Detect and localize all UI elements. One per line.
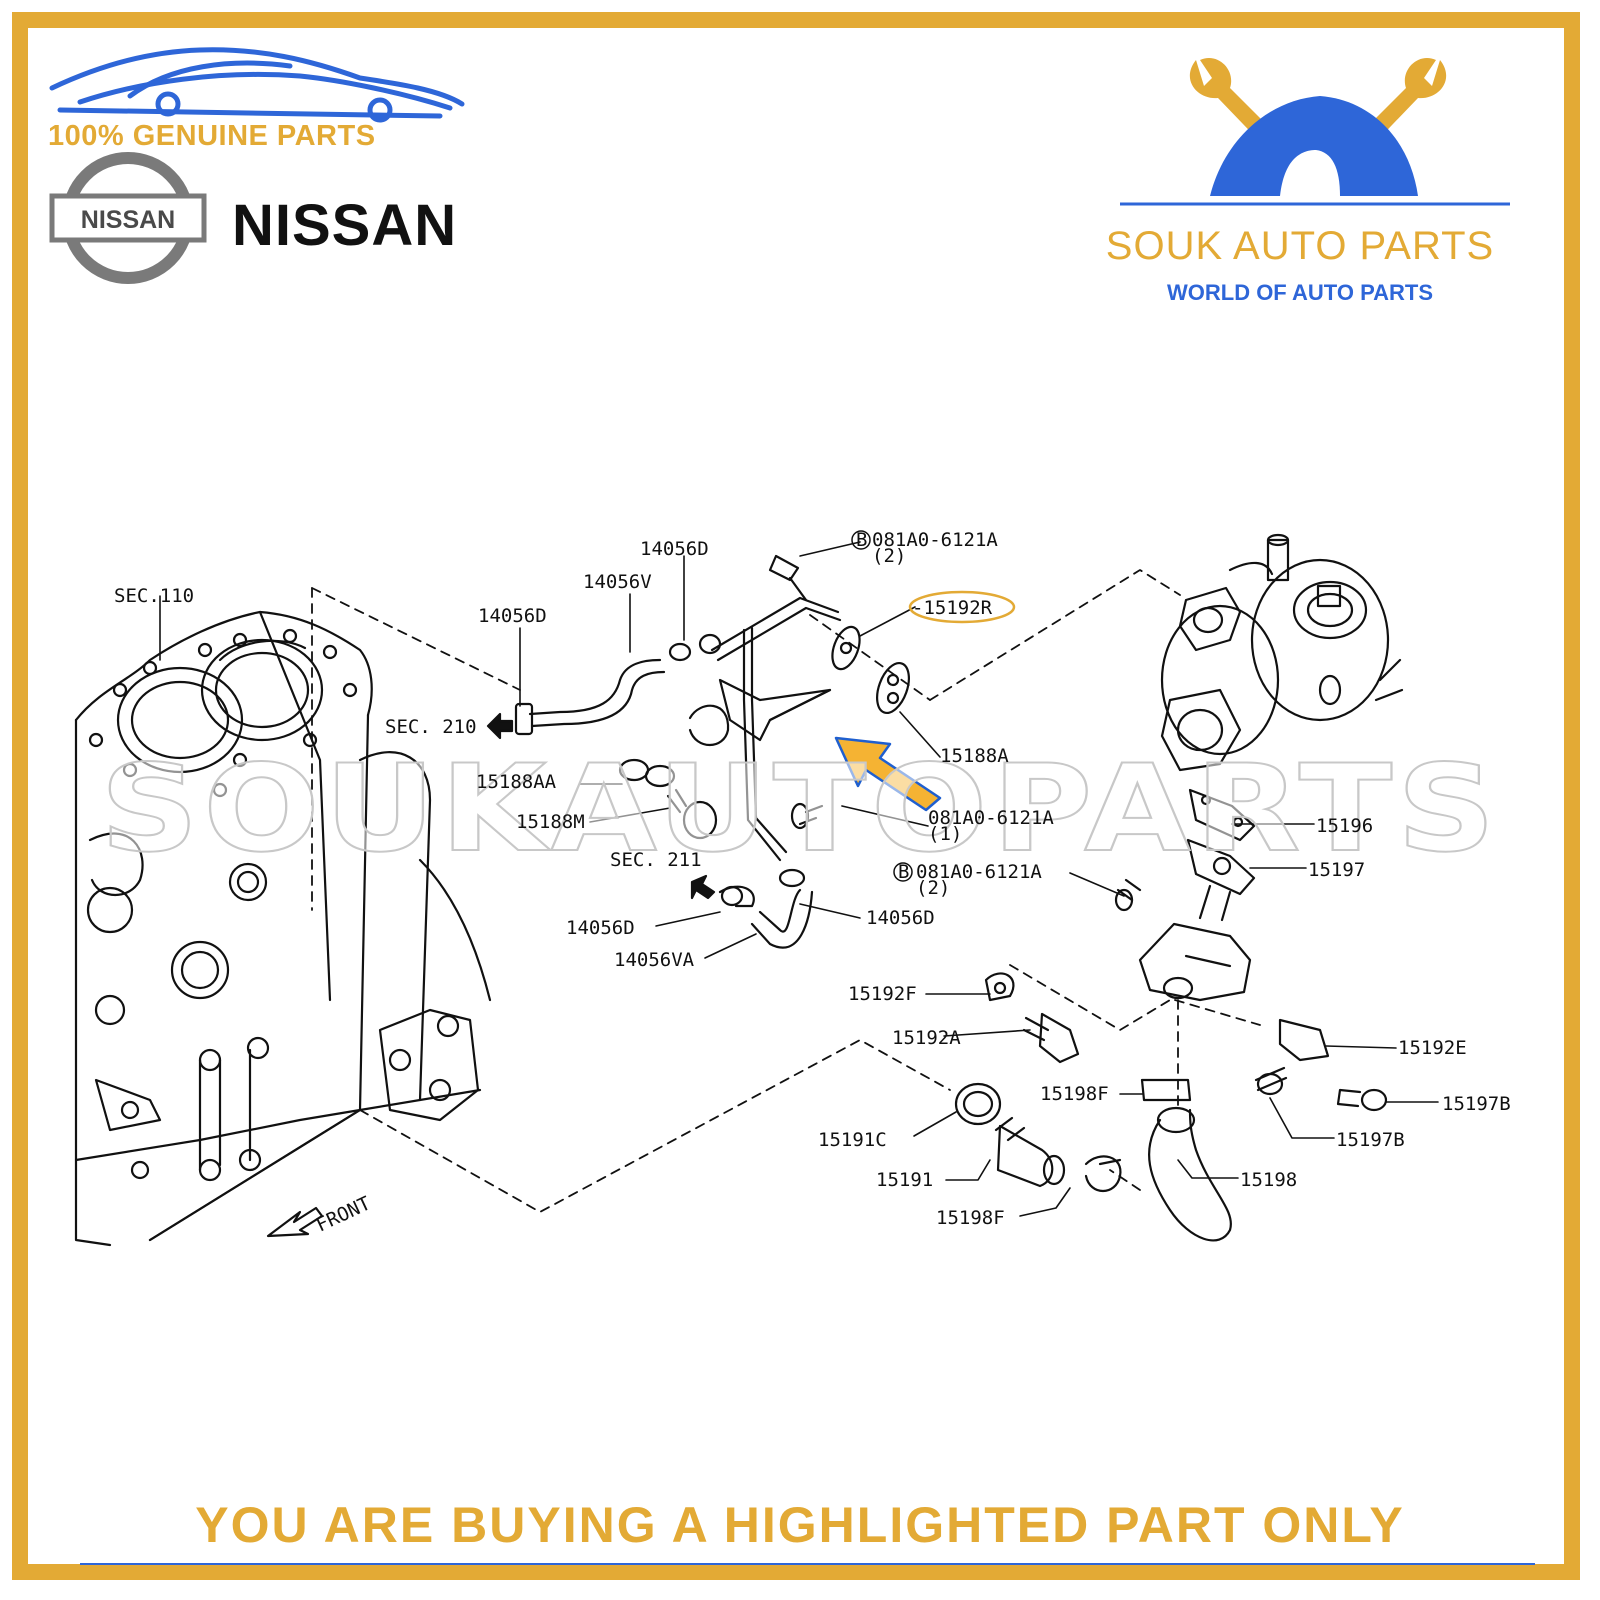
oil-return-assembly — [1084, 788, 1256, 1242]
label-15197: 15197 — [1308, 859, 1365, 881]
label-14056VA: 14056VA — [614, 949, 695, 971]
label-15197B-a: 15197B — [1442, 1093, 1511, 1115]
label-sec211: SEC. 211 — [610, 849, 702, 871]
label-15198F-a: 15198F — [1040, 1083, 1109, 1105]
label-15192A: 15192A — [892, 1027, 961, 1049]
lower-fittings — [954, 878, 1388, 1188]
label-15198F-b: 15198F — [936, 1207, 1005, 1229]
nissan-badge-logo: NISSAN — [49, 152, 207, 284]
label-15191C: 15191C — [818, 1129, 887, 1151]
label-15192R: -15192R — [912, 597, 993, 619]
label-15188A: 15188A — [940, 745, 1009, 767]
label-15188AA: 15188AA — [476, 771, 557, 793]
label-14056D-c: 14056D — [566, 917, 635, 939]
sec211-arrow-icon — [690, 874, 716, 900]
nissan-wordmark: NISSAN — [232, 193, 458, 258]
label-bolt-top: 081A0-6121A — [872, 529, 998, 551]
hoses-clamps — [514, 633, 824, 949]
oil-tube-assembly — [710, 554, 910, 862]
label-15196: 15196 — [1316, 815, 1373, 837]
label-14056D-b: 14056D — [640, 538, 709, 560]
label-14056V: 14056V — [583, 571, 652, 593]
genuine-parts-text: 100% GENUINE PARTS — [48, 120, 376, 152]
front-arrow-icon — [266, 1206, 324, 1238]
seller-tagline: WORLD OF AUTO PARTS — [1166, 280, 1434, 305]
label-15192E: 15192E — [1398, 1037, 1467, 1059]
label-sec210: SEC. 210 — [385, 716, 477, 738]
label-15192F: 15192F — [848, 983, 917, 1005]
label-bolt-top-qty: (2) — [872, 545, 906, 567]
nissan-badge-text: NISSAN — [81, 206, 175, 234]
bolt-marker-low: B — [898, 861, 909, 883]
label-sec110: SEC.110 — [114, 585, 194, 607]
label-bolt-low-qty: (2) — [916, 877, 950, 899]
parts-diagram — [74, 533, 1439, 1247]
footer-divider — [80, 1563, 1535, 1565]
watermark-text: SOUKAUTOPARTS — [100, 740, 1500, 879]
bolt-marker-circle-low — [893, 862, 913, 882]
bolt-marker-circle-top — [851, 530, 871, 550]
car-logo-icon — [49, 47, 465, 123]
label-15188M: 15188M — [516, 811, 585, 833]
leader-lines — [159, 541, 1439, 1217]
bolt-marker-top: B — [856, 529, 867, 551]
label-14056D-d: 14056D — [866, 907, 935, 929]
label-15197B-b: 15197B — [1336, 1129, 1405, 1151]
label-15191: 15191 — [876, 1169, 933, 1191]
label-14056D-a: 14056D — [478, 605, 547, 627]
highlight-oval — [908, 590, 1016, 624]
dashed-guides — [311, 569, 1261, 1213]
label-bolt-mid: 081A0-6121A — [928, 807, 1054, 829]
sec210-arrow-icon — [486, 712, 514, 740]
seller-name: SOUK AUTO PARTS — [1105, 224, 1495, 268]
label-front: FRONT — [313, 1192, 374, 1236]
label-15198: 15198 — [1240, 1169, 1297, 1191]
label-bolt-mid-qty: (1) — [928, 823, 962, 845]
page-border — [12, 12, 1580, 1580]
part-labels: SEC.110 SEC. 210 SEC. 211 FRONT 14056D 1… — [114, 529, 1511, 1237]
engine-block — [74, 610, 492, 1247]
label-bolt-low: 081A0-6121A — [916, 861, 1042, 883]
souk-logo-icon — [1120, 58, 1510, 206]
highlighted-part-notice: YOU ARE BUYING A HIGHLIGHTED PART ONLY — [195, 1497, 1405, 1553]
turbocharger — [1160, 533, 1404, 772]
highlight-arrow-icon — [834, 736, 942, 812]
